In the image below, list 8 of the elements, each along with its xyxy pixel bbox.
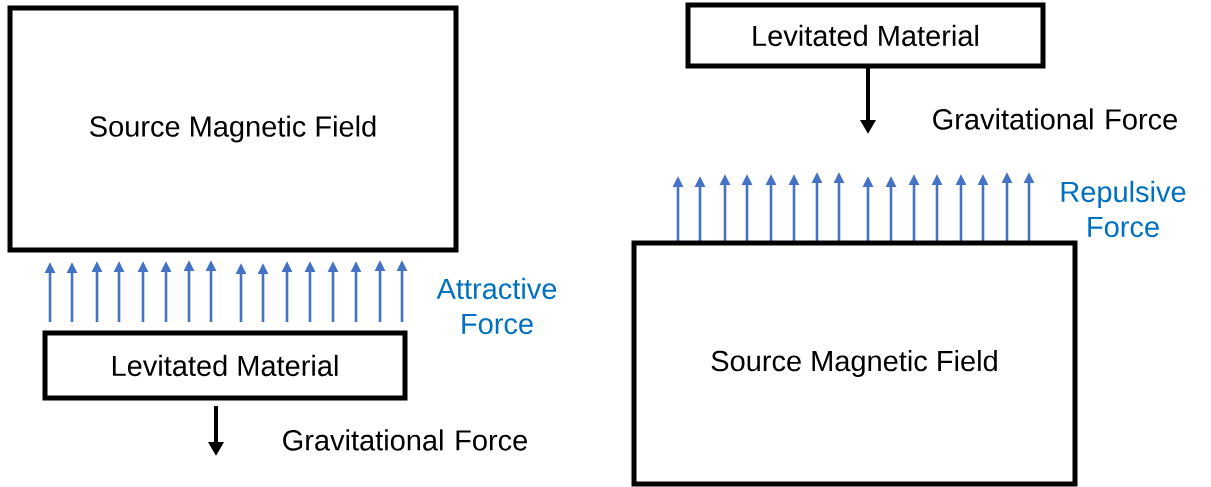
force-label: Gravitational Force	[933, 108, 1177, 130]
box: Source Magnetic Field	[631, 240, 1078, 487]
force-label: Gravitational Force	[283, 429, 527, 451]
force-label: Repulsive Force	[1061, 180, 1186, 238]
box: Levitated Material	[42, 330, 408, 401]
box: Source Magnetic Field	[7, 5, 459, 253]
force-label: Attractive Force	[436, 277, 557, 335]
box: Levitated Material	[685, 2, 1046, 69]
